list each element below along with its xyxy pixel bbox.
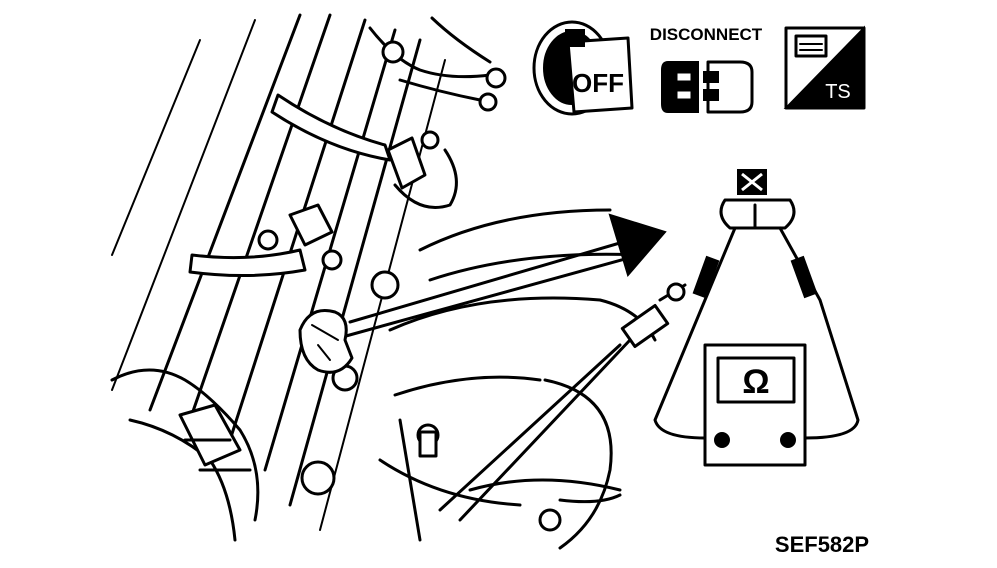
hoses: [188, 16, 492, 278]
upper-sensors: [257, 40, 507, 300]
ohmmeter-icon: Ω: [653, 169, 860, 467]
ohm-symbol: Ω: [742, 363, 769, 401]
tester-probe: [438, 282, 687, 522]
connector-disconnect-icon: DISCONNECT: [650, 25, 763, 114]
bolts: [300, 364, 562, 532]
ignition-off-label: OFF: [572, 68, 624, 98]
ts-label: TS: [825, 81, 851, 103]
ignition-key-off-icon: OFF: [532, 20, 634, 116]
tester-ts-icon: TS: [783, 25, 866, 110]
wiring-harness: [110, 368, 260, 542]
sensor-connector-icon: [298, 309, 354, 374]
pointer-arrow: [344, 213, 667, 338]
figure-code: SEF582P: [775, 532, 869, 557]
disconnect-label: DISCONNECT: [650, 25, 763, 44]
